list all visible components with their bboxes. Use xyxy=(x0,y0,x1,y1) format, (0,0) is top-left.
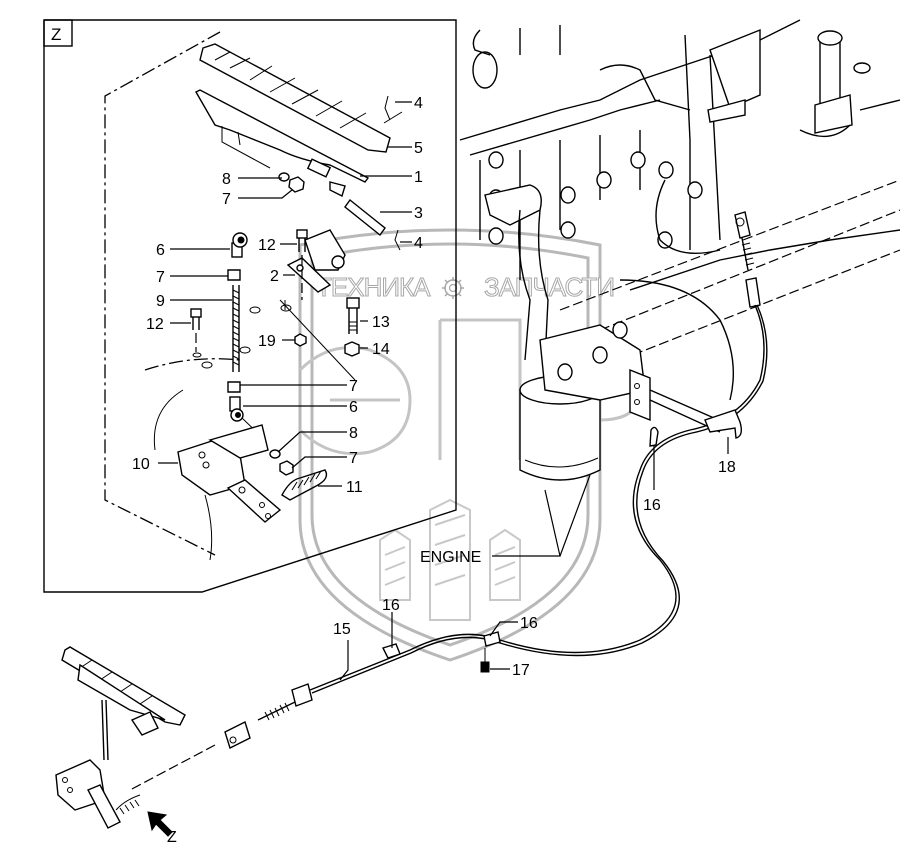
cable-hanger xyxy=(704,409,743,439)
callout-label: 5 xyxy=(414,140,423,157)
nut-19 xyxy=(294,333,307,347)
callout-label: 7 xyxy=(156,269,165,286)
bolt-12-upper xyxy=(296,229,308,300)
watermark-left-text: ТЕХНИКА xyxy=(316,272,431,302)
cable-adjuster xyxy=(224,683,313,749)
nut-upper xyxy=(288,176,305,193)
floor-holes xyxy=(153,299,356,451)
callout-label: 12 xyxy=(146,316,164,333)
callout-label: 7 xyxy=(222,191,231,208)
callout-label: 6 xyxy=(156,242,165,259)
pedal-arm xyxy=(195,89,370,197)
callout-label: 1 xyxy=(414,169,423,186)
callout-label: 16 xyxy=(520,615,538,632)
threaded-rod xyxy=(232,285,240,372)
callout-label: 6 xyxy=(349,399,358,416)
throttle-cable-outer xyxy=(311,304,768,694)
cable-centerline xyxy=(129,744,216,791)
callout-label: 19 xyxy=(258,333,276,350)
leader-lines xyxy=(158,101,729,681)
watermark-right-text: ЗАПЧАСТИ xyxy=(484,272,614,302)
callout-label: 2 xyxy=(270,268,279,285)
throttle-cable xyxy=(309,304,765,691)
callout-label: 13 xyxy=(372,314,390,331)
bolt-13 xyxy=(346,297,360,334)
nut-14 xyxy=(344,341,360,357)
view-label: Z xyxy=(51,25,61,44)
gear-icon xyxy=(442,277,464,299)
detail-frame xyxy=(43,19,457,593)
watermark-wheat xyxy=(379,498,521,621)
callout-label: 16 xyxy=(382,597,400,614)
engine-label: ENGINE xyxy=(420,549,481,566)
callout-label: 14 xyxy=(372,341,390,358)
washer-lower xyxy=(269,449,281,459)
pivot-pin xyxy=(344,198,386,237)
arrow-icon xyxy=(147,811,173,837)
view-label-box xyxy=(43,19,73,47)
cable-clip-bracket xyxy=(483,631,501,647)
nut-7 xyxy=(227,269,241,281)
callout-label: 4 xyxy=(414,95,423,112)
pedal-overview xyxy=(55,646,186,829)
callout-label: 8 xyxy=(222,171,231,188)
hinge-bracket xyxy=(286,229,346,293)
cable-clip-right xyxy=(649,426,659,447)
view-arrow-label: Z xyxy=(167,829,177,846)
callout-label: 7 xyxy=(349,378,358,395)
callout-label: 12 xyxy=(258,237,276,254)
split-pin-upper xyxy=(383,95,403,124)
engine-block xyxy=(459,19,900,481)
view-z-arrow: Z xyxy=(147,811,177,846)
callout-labels: 4 5 1 8 7 3 6 12 4 2 7 9 12 13 19 14 7 6… xyxy=(132,95,736,679)
return-spring xyxy=(281,469,328,501)
nut-lower xyxy=(279,460,294,476)
callout-label: 4 xyxy=(414,235,423,252)
bolt-17 xyxy=(480,648,490,673)
watermark-letter-p xyxy=(438,318,522,460)
callout-label: 10 xyxy=(132,456,150,473)
detail-view-z: Z xyxy=(43,19,457,593)
washer-upper xyxy=(278,172,290,182)
watermark-shield-inner xyxy=(310,242,590,647)
callout-label: 15 xyxy=(333,621,351,638)
split-pin-lower xyxy=(394,229,401,251)
throttle-lever-end xyxy=(734,211,761,308)
floor-curve xyxy=(144,358,241,371)
pedal-mount-bracket xyxy=(177,424,282,561)
callout-label: 11 xyxy=(346,479,363,496)
watermark-shield xyxy=(298,228,602,662)
bolt-12-left xyxy=(190,308,202,358)
callout-label: 18 xyxy=(718,459,736,476)
nut-7-lower xyxy=(227,381,241,393)
callout-label: 8 xyxy=(349,425,358,442)
callout-label: 9 xyxy=(156,293,165,310)
floor-outline xyxy=(104,31,221,556)
engine-callout: ENGINE xyxy=(420,474,591,566)
ball-joint-upper xyxy=(231,232,248,258)
callout-label: 17 xyxy=(512,662,530,679)
callout-label: 7 xyxy=(349,450,358,467)
callout-label: 16 xyxy=(643,497,661,514)
callout-label: 3 xyxy=(414,205,423,222)
pedal-pad xyxy=(199,43,391,153)
